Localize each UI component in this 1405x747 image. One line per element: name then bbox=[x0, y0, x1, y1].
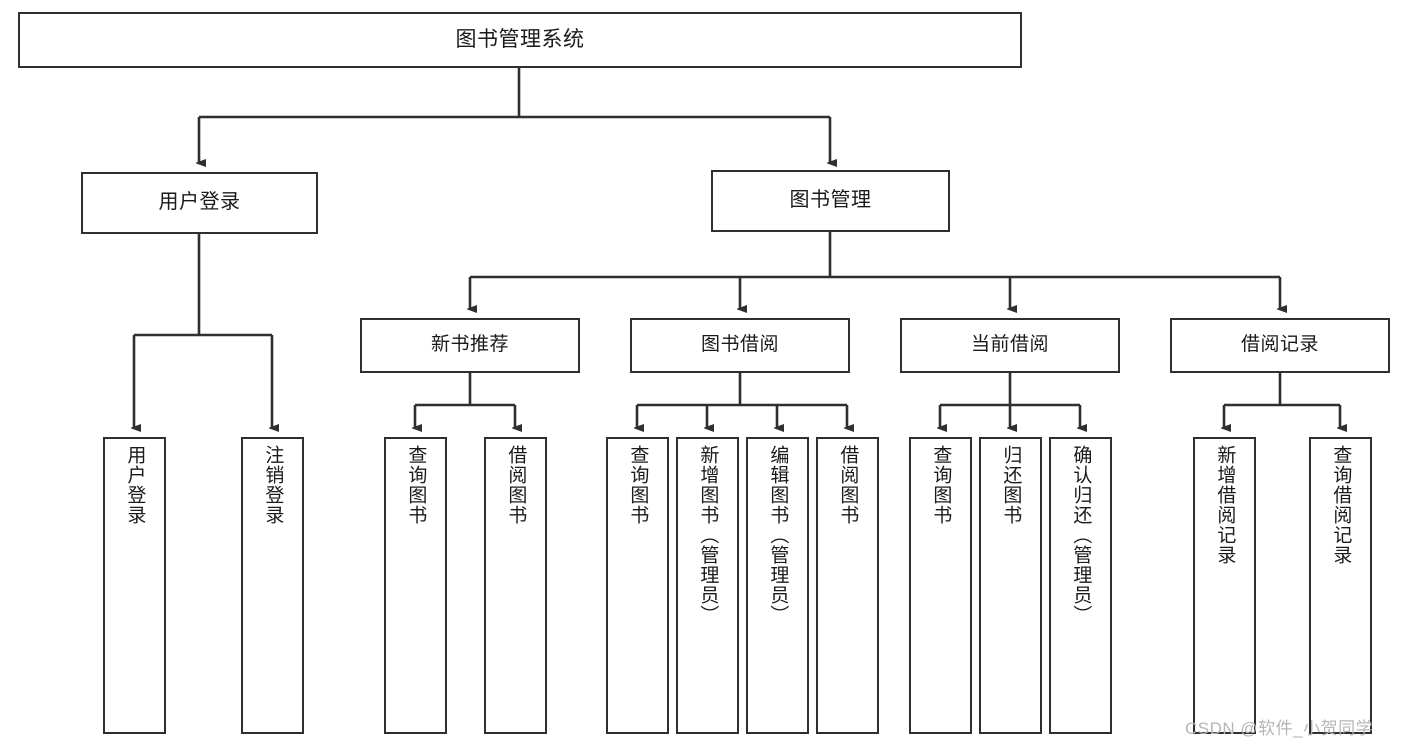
leaf-borrow-book[interactable]: 借阅图书 bbox=[816, 437, 879, 734]
node-label: 借阅记录 bbox=[1240, 334, 1319, 356]
node-label: 查询图书 bbox=[930, 445, 952, 525]
leaf-user-login[interactable]: 用户登录 bbox=[103, 437, 166, 734]
node-label: 查询图书 bbox=[405, 445, 427, 525]
leaf-query-book-recommend[interactable]: 查询图书 bbox=[384, 437, 447, 734]
leaf-add-borrow-record[interactable]: 新增借阅记录 bbox=[1193, 437, 1256, 734]
leaf-add-book-admin[interactable]: 新增图书（管理员） bbox=[676, 437, 739, 734]
leaf-edit-book-admin[interactable]: 编辑图书（管理员） bbox=[746, 437, 809, 734]
node-book-management-system[interactable]: 图书管理系统 bbox=[18, 12, 1022, 68]
node-label: 图书管理 bbox=[789, 189, 872, 212]
node-label: 新增借阅记录 bbox=[1214, 445, 1236, 565]
node-label: 归还图书 bbox=[1000, 445, 1022, 525]
leaf-confirm-return-admin[interactable]: 确认归还（管理员） bbox=[1049, 437, 1112, 734]
node-label: 当前借阅 bbox=[970, 334, 1049, 356]
node-book-management[interactable]: 图书管理 bbox=[711, 170, 950, 232]
node-user-login[interactable]: 用户登录 bbox=[81, 172, 318, 234]
node-label: 借阅图书 bbox=[505, 445, 527, 525]
node-label: 查询图书 bbox=[627, 445, 649, 525]
leaf-query-book-current[interactable]: 查询图书 bbox=[909, 437, 972, 734]
node-label: 注销登录 bbox=[262, 445, 284, 525]
node-book-borrow[interactable]: 图书借阅 bbox=[630, 318, 850, 373]
node-label: 用户登录 bbox=[158, 191, 241, 214]
node-new-book-recommend[interactable]: 新书推荐 bbox=[360, 318, 580, 373]
node-label: 借阅图书 bbox=[837, 445, 859, 525]
node-borrow-record[interactable]: 借阅记录 bbox=[1170, 318, 1390, 373]
node-label: 新书推荐 bbox=[430, 334, 509, 356]
node-current-borrow[interactable]: 当前借阅 bbox=[900, 318, 1120, 373]
node-label: 查询借阅记录 bbox=[1330, 445, 1352, 565]
leaf-borrow-book-recommend[interactable]: 借阅图书 bbox=[484, 437, 547, 734]
leaf-query-book-borrow[interactable]: 查询图书 bbox=[606, 437, 669, 734]
node-label: 图书借阅 bbox=[700, 334, 779, 356]
leaf-return-book[interactable]: 归还图书 bbox=[979, 437, 1042, 734]
node-label: 新增图书（管理员） bbox=[697, 445, 719, 625]
node-label: 用户登录 bbox=[124, 445, 146, 525]
node-label: 确认归还（管理员） bbox=[1070, 445, 1092, 625]
leaf-query-borrow-record[interactable]: 查询借阅记录 bbox=[1309, 437, 1372, 734]
leaf-logout[interactable]: 注销登录 bbox=[241, 437, 304, 734]
node-label: 编辑图书（管理员） bbox=[767, 445, 789, 625]
node-label: 图书管理系统 bbox=[455, 27, 585, 51]
